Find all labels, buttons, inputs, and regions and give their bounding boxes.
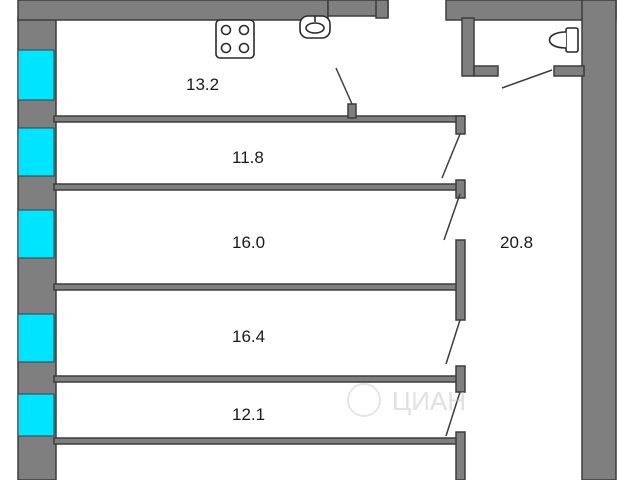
watermark: ЦИАН <box>347 383 466 417</box>
bathroom-bottom-right-stub <box>553 65 585 77</box>
door-room-1 <box>441 133 461 179</box>
partition-2-vertical <box>455 239 466 321</box>
right-exterior-wall <box>581 0 617 480</box>
door-kitchen <box>335 67 353 105</box>
bathroom-bottom-left-stub <box>473 65 499 77</box>
window-room-2 <box>17 209 55 259</box>
toilet-icon <box>548 27 579 53</box>
partition-4 <box>53 437 465 445</box>
door-bathroom <box>501 69 553 89</box>
door-room-4 <box>445 391 461 437</box>
room-area-room-1: 11.8 <box>232 148 264 167</box>
kitchen-partition <box>53 115 465 123</box>
partition-1-end <box>455 179 466 199</box>
window-room-4 <box>17 393 55 437</box>
bathroom-left-wall <box>461 17 475 77</box>
window-room-1 <box>17 127 55 177</box>
partition-2 <box>53 283 461 291</box>
top-wall <box>17 0 329 21</box>
partition-3-end <box>455 365 466 393</box>
partition-1 <box>53 183 465 191</box>
window-kitchen <box>17 49 55 101</box>
top-wall-post <box>375 0 389 19</box>
partition-4-end <box>455 431 466 480</box>
door-room-2 <box>443 193 461 241</box>
kitchen-door-post <box>347 103 357 119</box>
kitchen-partition-end <box>455 115 466 135</box>
door-room-3 <box>445 319 461 365</box>
room-area-room-3: 16.4 <box>232 327 265 346</box>
room-area-room-4: 12.1 <box>232 405 265 424</box>
room-area-room-2: 16.0 <box>232 233 265 252</box>
room-area-kitchen: 13.2 <box>186 75 219 94</box>
room-area-hall: 20.8 <box>500 233 533 252</box>
sink-icon <box>299 15 331 39</box>
stove-icon <box>215 19 255 59</box>
window-room-3 <box>17 313 55 363</box>
watermark-text: ЦИАН <box>392 386 466 416</box>
partition-3 <box>53 375 465 383</box>
